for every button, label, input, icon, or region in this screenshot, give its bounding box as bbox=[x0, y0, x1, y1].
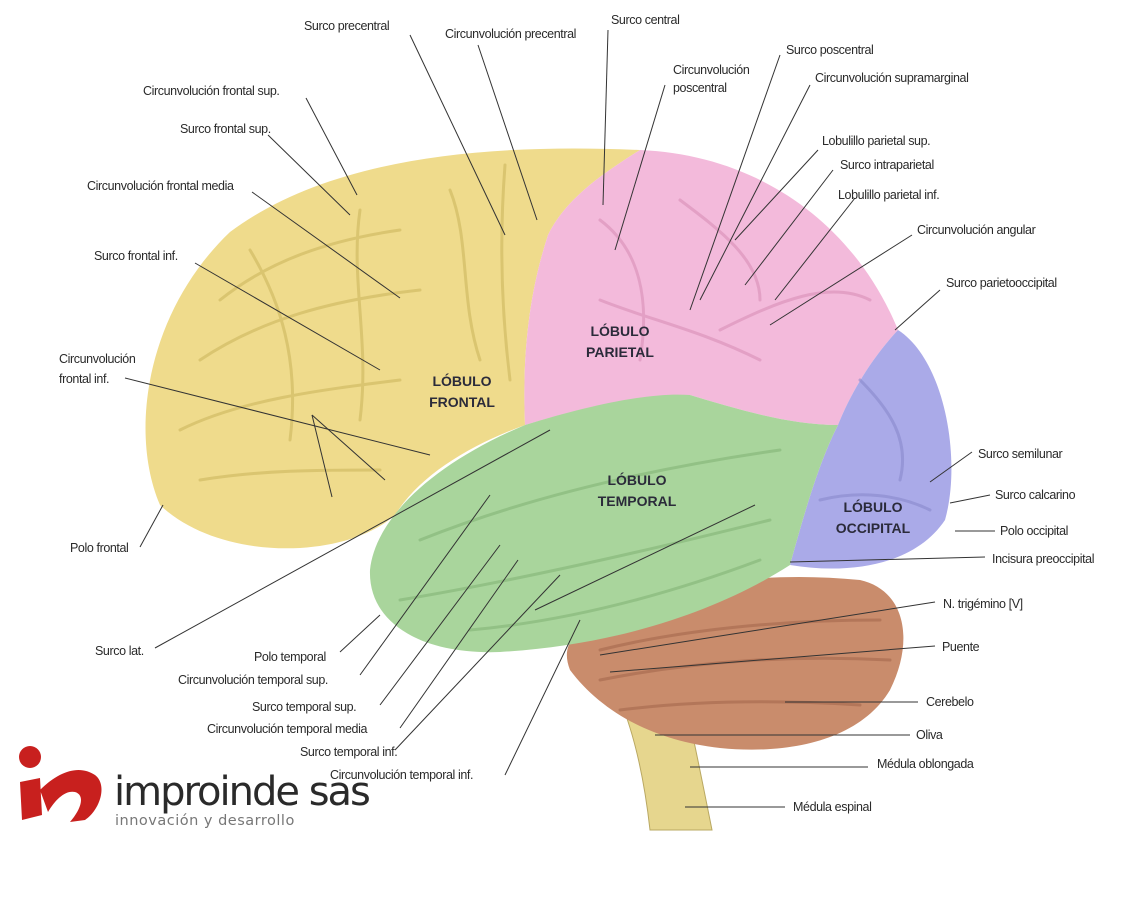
leader-lines bbox=[124, 29, 995, 808]
label-surco-lat: Surco lat. bbox=[95, 644, 144, 658]
label-surco-temporal-sup: Surco temporal sup. bbox=[252, 700, 356, 714]
label-lob-parietal-sup: Lobulillo parietal sup. bbox=[822, 134, 930, 148]
logo-globe-icon bbox=[19, 746, 41, 768]
logo-tagline: innovación y desarrollo bbox=[115, 813, 295, 829]
label-oliva: Oliva bbox=[916, 728, 943, 742]
label-surco-semilunar: Surco semilunar bbox=[978, 447, 1063, 461]
label-polo-temporal: Polo temporal bbox=[254, 650, 326, 664]
label-puente: Puente bbox=[942, 640, 980, 654]
label-lob-parietal-inf: Lobulillo parietal inf. bbox=[838, 188, 939, 202]
label-surco-frontal-inf: Surco frontal inf. bbox=[94, 249, 178, 263]
label-surco-precentral: Surco precentral bbox=[304, 19, 389, 33]
parietal-lobe bbox=[524, 150, 898, 425]
brain-illustration bbox=[145, 148, 952, 831]
label-circ-angular: Circunvolución angular bbox=[917, 223, 1036, 237]
lobe-temporal-line1: LÓBULO bbox=[607, 471, 666, 488]
label-circ-temporal-inf: Circunvolución temporal inf. bbox=[330, 768, 473, 782]
label-circ-supramarginal: Circunvolución supramarginal bbox=[815, 71, 968, 85]
gyri-folds bbox=[178, 163, 932, 712]
label-circ-precentral: Circunvolución precentral bbox=[445, 27, 576, 41]
label-polo-frontal: Polo frontal bbox=[70, 541, 128, 555]
label-polo-occipital: Polo occipital bbox=[1000, 524, 1068, 538]
label-cerebelo: Cerebelo bbox=[926, 695, 974, 709]
company-logo: improinde sas innovación y desarrollo bbox=[19, 746, 371, 829]
label-surco-calcarino: Surco calcarino bbox=[995, 488, 1076, 502]
logo-name: improinde sas bbox=[114, 769, 369, 815]
label-circ-frontal-media: Circunvolución frontal media bbox=[87, 179, 234, 193]
label-medula-espinal: Médula espinal bbox=[793, 800, 871, 814]
label-circ-temporal-media: Circunvolución temporal media bbox=[207, 722, 367, 736]
lobe-frontal-line1: LÓBULO bbox=[432, 372, 491, 389]
occipital-lobe bbox=[790, 330, 952, 569]
label-circ-frontal-sup: Circunvolución frontal sup. bbox=[143, 84, 280, 98]
label-surco-poscentral: Surco poscentral bbox=[786, 43, 873, 57]
lobe-names: LÓBULO FRONTAL LÓBULO PARIETAL LÓBULO TE… bbox=[429, 322, 911, 536]
label-circ-poscentral-2: poscentral bbox=[673, 81, 727, 95]
lobe-occipital-line2: OCCIPITAL bbox=[836, 520, 911, 536]
lobe-frontal-line2: FRONTAL bbox=[429, 394, 495, 410]
label-circ-poscentral-1: Circunvolución bbox=[673, 63, 750, 77]
lobe-parietal-line2: PARIETAL bbox=[586, 344, 654, 360]
label-surco-temporal-inf: Surco temporal inf. bbox=[300, 745, 397, 759]
structure-labels: Surco precentral Circunvolución precentr… bbox=[59, 13, 1094, 814]
label-circ-temporal-sup: Circunvolución temporal sup. bbox=[178, 673, 328, 687]
label-circ-frontal-inf-1: Circunvolución bbox=[59, 352, 136, 366]
label-surco-parietooccipital: Surco parietooccipital bbox=[946, 276, 1057, 290]
label-surco-intraparietal: Surco intraparietal bbox=[840, 158, 934, 172]
label-surco-central: Surco central bbox=[611, 13, 679, 27]
label-incisura-preoccipital: Incisura preoccipital bbox=[992, 552, 1094, 566]
logo-mark-icon bbox=[20, 770, 102, 822]
frontal-lobe bbox=[145, 148, 640, 549]
lobe-parietal-line1: LÓBULO bbox=[590, 322, 649, 339]
label-circ-frontal-inf-2: frontal inf. bbox=[59, 372, 109, 386]
label-surco-frontal-sup: Surco frontal sup. bbox=[180, 122, 271, 136]
label-n-trigemino: N. trigémino [V] bbox=[943, 597, 1023, 611]
label-medula-oblongada: Médula oblongada bbox=[877, 757, 974, 771]
lobe-occipital-line1: LÓBULO bbox=[843, 498, 902, 515]
lobe-temporal-line2: TEMPORAL bbox=[598, 493, 677, 509]
